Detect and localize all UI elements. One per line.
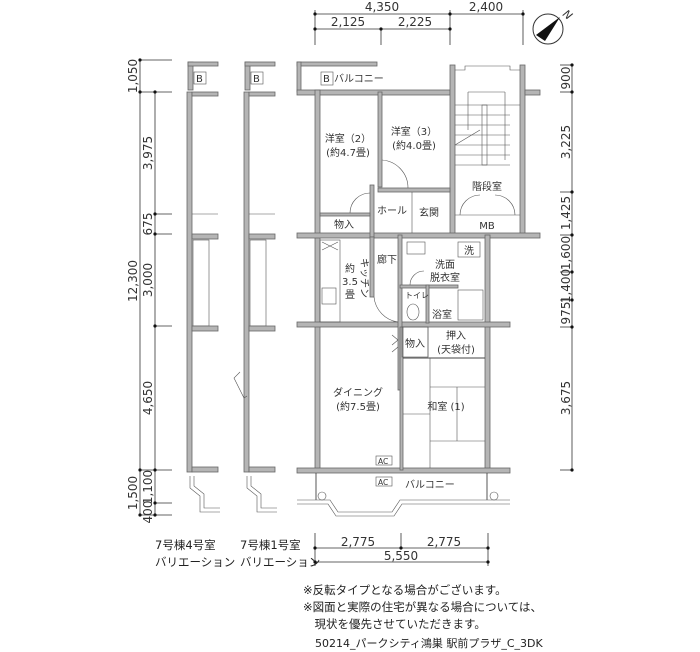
main-floor-plan: B バルコニー 階段室 MB	[296, 61, 541, 517]
room-label-dining: ダイニング	[333, 386, 383, 399]
bottom-dimensions: 2,775 2,775 5,550	[313, 533, 490, 566]
dim-left-3975: 3,975	[141, 136, 155, 170]
dim-left-12300: 12,300	[126, 260, 140, 302]
room-label-washroom-2: 脱衣室	[430, 271, 460, 284]
dim-left-3000: 3,000	[141, 263, 155, 297]
room-label-bath: 浴室	[432, 308, 452, 321]
balcony-bottom-label: バルコニー	[405, 479, 455, 491]
plan-caption: 50214_パークシティ鴻巣 駅前プラザ_C_3DK	[315, 637, 543, 650]
dim-right-975: 975	[559, 302, 573, 325]
dim-right-900: 900	[559, 67, 573, 90]
variation-label-room1: 7号棟1号室 バリエーション	[240, 537, 320, 571]
variation-strip-room1: B	[233, 61, 277, 513]
variation-room1-line1: 7号棟1号室	[240, 538, 301, 552]
washer-label: 洗	[464, 245, 474, 257]
boiler-label-v2: B	[253, 74, 260, 85]
dim-top-2125: 2,125	[331, 15, 365, 29]
dim-left-1050: 1,050	[126, 59, 140, 93]
dim-right-1425: 1,425	[559, 196, 573, 230]
boiler-label-v1: B	[196, 74, 203, 85]
room-label-closet-2: (天袋付)	[437, 343, 475, 356]
room-label-mb: MB	[479, 221, 495, 232]
compass-north-label: N	[560, 7, 575, 22]
room-label-storage2: 物入	[405, 337, 425, 350]
room-size-western2: (約4.7畳)	[326, 146, 370, 159]
tatami-layout	[403, 358, 485, 468]
variation-room4-line2: バリエーション	[155, 555, 236, 569]
dim-right-3675: 3,675	[559, 381, 573, 415]
room-label-closet-1: 押入	[446, 329, 466, 342]
dim-top-2400: 2,400	[469, 0, 503, 14]
dim-right-3225: 3,225	[559, 125, 573, 159]
variation-room4-line1: 7号棟4号室	[155, 538, 216, 552]
dim-right-1600: 1,600	[559, 236, 573, 270]
right-dimensions: 900 3,225 1,425 1,600 1,400 975 3,675	[559, 63, 574, 472]
note-2: ※図面と実際の住宅が異なる場合については、	[303, 600, 543, 614]
room-label-storage1: 物入	[334, 218, 354, 231]
dim-right-1400: 1,400	[559, 269, 573, 303]
room-label-western2: 洋室（2）	[325, 132, 371, 145]
kitchen-size-3: 畳	[345, 289, 355, 301]
dim-top-4350: 4,350	[365, 0, 399, 14]
room-size-dining: (約7.5畳)	[336, 400, 380, 413]
room-label-western3: 洋室（3）	[391, 125, 437, 138]
ac-label-2: AC	[378, 478, 388, 487]
dim-left-1100: 1,100	[141, 470, 155, 504]
dim-left-400: 400	[141, 501, 155, 524]
room-size-western3: (約4.0畳)	[392, 139, 436, 152]
balcony-top-label: バルコニー	[334, 73, 384, 85]
top-dimensions: 4,350 2,400 2,125 2,225	[313, 0, 525, 45]
dim-left-675: 675	[141, 213, 155, 236]
room-label-corridor: 廊下	[377, 253, 397, 266]
room-label-washroom-1: 洗面	[435, 259, 455, 271]
left-dimensions: 1,050 12,300 3,975 675 3,000 4,650 1,500…	[126, 58, 172, 523]
variation-room1-line2: バリエーション	[240, 555, 321, 569]
room-label-stairs: 階段室	[472, 180, 502, 193]
dim-top-2225: 2,225	[398, 15, 432, 29]
boiler-label: B	[323, 74, 330, 85]
dim-left-1500: 1,500	[126, 476, 140, 510]
kitchen-size-1: 約	[345, 262, 355, 275]
notes: ※反転タイプとなる場合がございます。 ※図面と実際の住宅が異なる場合については、…	[303, 582, 542, 633]
dim-bottom-2775-b: 2,775	[427, 535, 461, 549]
north-compass-icon: N	[532, 7, 575, 45]
variation-label-room4: 7号棟4号室 バリエーション	[155, 537, 235, 571]
room-label-hall: ホール	[377, 205, 407, 217]
room-label-toilet: トイレ	[405, 291, 429, 300]
dim-left-4650: 4,650	[141, 381, 155, 415]
note-3: 現状を優先させていただきます。	[303, 617, 486, 631]
room-label-entrance: 玄関	[419, 206, 439, 219]
room-label-japanese1: 和室 (1)	[427, 400, 464, 413]
dim-bottom-5550: 5,550	[384, 549, 418, 563]
variation-strip-room4: B	[186, 61, 220, 513]
ac-label-1: AC	[378, 457, 388, 466]
kitchen-size-2: 3.5	[342, 277, 358, 288]
room-label-kitchen: キッチン	[358, 258, 370, 298]
note-1: ※反転タイプとなる場合がございます。	[303, 583, 507, 597]
dim-bottom-2775-a: 2,775	[341, 535, 375, 549]
